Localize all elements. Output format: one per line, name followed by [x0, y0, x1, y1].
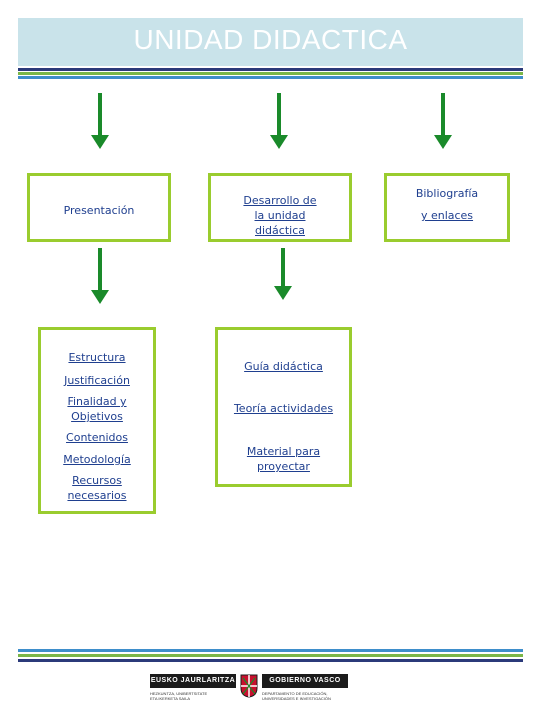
- footer-logos: EUSKO JAURLARITZA GOBIERNO VASCO HEZKUNT…: [150, 674, 348, 714]
- bottom-divider-navy: [18, 659, 523, 662]
- list-item[interactable]: Estructura: [68, 351, 126, 364]
- arrow-down-icon: [90, 93, 110, 149]
- list-item[interactable]: Guía didáctica: [244, 360, 323, 373]
- arrow-down-icon: [90, 248, 110, 304]
- logo-right: GOBIERNO VASCO: [262, 674, 348, 688]
- list-item[interactable]: Contenidos: [66, 431, 128, 444]
- top-divider-navy: [18, 68, 523, 71]
- bottom-divider-blue: [18, 649, 523, 652]
- bibliography-links-label[interactable]: y enlaces: [420, 209, 474, 222]
- list-item[interactable]: Recursos necesarios: [67, 474, 127, 502]
- arrow-down-icon: [433, 93, 453, 149]
- list-item[interactable]: Metodología: [63, 453, 131, 466]
- development-box[interactable]: Desarrollo de la unidad didáctica: [208, 173, 352, 242]
- bibliography-label: Bibliografía: [415, 187, 479, 200]
- top-divider-green: [18, 72, 523, 75]
- dept-left: HEZKUNTZA, UNIBERTSITATE ETA IKERKETA SA…: [150, 691, 208, 701]
- didactic-guide-box: Guía didáctica Teoría actividades Materi…: [215, 327, 352, 487]
- coat-of-arms-icon: [240, 674, 258, 698]
- logo-left: EUSKO JAURLARITZA: [150, 674, 236, 688]
- development-label[interactable]: Desarrollo de la unidad didáctica: [243, 194, 317, 237]
- arrow-down-icon: [269, 93, 289, 149]
- list-item[interactable]: Justificación: [64, 374, 130, 387]
- presentation-label: Presentación: [63, 204, 135, 217]
- dept-right: DEPARTAMENTO DE EDUCACIÓN, UNIVERSIDADES…: [262, 691, 331, 701]
- bottom-divider-green: [18, 654, 523, 657]
- top-divider-blue: [18, 76, 523, 79]
- arrow-down-icon: [273, 248, 293, 300]
- page-title: UNIDAD DIDACTICA: [133, 24, 408, 55]
- presentation-box[interactable]: Presentación: [27, 173, 171, 242]
- list-item[interactable]: Teoría actividades: [233, 402, 334, 415]
- header-banner: UNIDAD DIDACTICA: [18, 18, 523, 66]
- list-item[interactable]: Finalidad y Objetivos: [67, 395, 127, 423]
- structure-box: Estructura Justificación Finalidad y Obj…: [38, 327, 156, 514]
- bibliography-box[interactable]: Bibliografía y enlaces: [384, 173, 510, 242]
- list-item[interactable]: Material para proyectar: [246, 445, 321, 473]
